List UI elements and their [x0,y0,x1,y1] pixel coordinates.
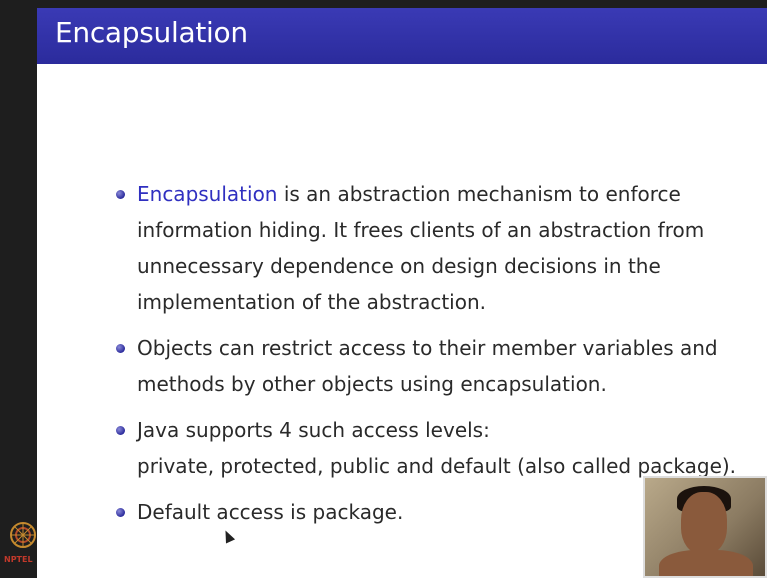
presenter-body [659,550,753,576]
bullet-text-line2: private, protected, public and default (… [137,454,737,478]
presenter-face [681,492,727,554]
slide-title-bar: Encapsulation [37,8,767,64]
bullet-icon [116,190,125,199]
bullet-item: Encapsulation is an abstraction mechanis… [112,176,752,320]
nptel-logo-icon [10,522,36,548]
bullet-text: Java supports 4 such access levels: [137,418,490,442]
bullet-text: Default access is package. [137,500,404,524]
logo-label: NPTEL [4,555,33,564]
bullet-icon [116,508,125,517]
bullet-item: Objects can restrict access to their mem… [112,330,752,402]
bullet-text: is an abstraction mechanism to enforce i… [137,182,705,314]
presenter-webcam [643,476,767,578]
highlighted-term: Encapsulation [137,182,278,206]
bullet-text: Objects can restrict access to their mem… [137,336,718,396]
bullet-item: Default access is package. [112,494,752,530]
bullet-icon [116,426,125,435]
bullet-icon [116,344,125,353]
bullet-list: Encapsulation is an abstraction mechanis… [112,176,752,540]
bullet-item: Java supports 4 such access levels: priv… [112,412,752,484]
slide-title: Encapsulation [55,16,248,49]
slide: Encapsulation Encapsulation is an abstra… [37,8,767,578]
